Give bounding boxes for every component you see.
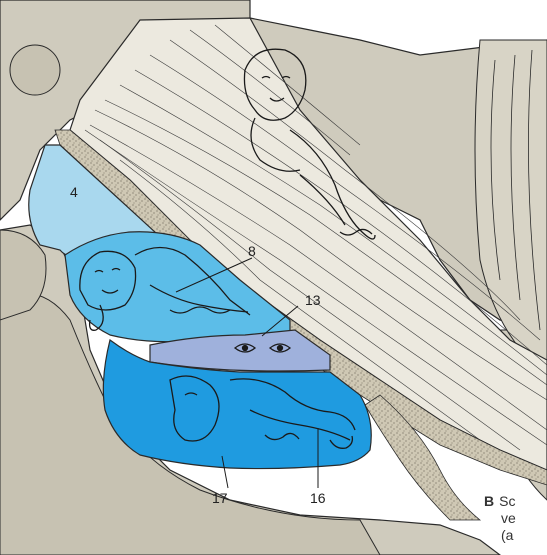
label-4: 4 <box>70 185 78 199</box>
caption-letter: B <box>484 493 494 509</box>
caption-line-2: ve <box>484 510 547 527</box>
label-17: 17 <box>212 491 228 505</box>
caption-line-3: (a <box>484 527 547 544</box>
figure-caption: B Sc ve (a <box>484 493 547 544</box>
rock-circle-nodule <box>10 45 60 95</box>
label-16: 16 <box>310 491 326 505</box>
label-8: 8 <box>248 244 256 258</box>
caption-line-1: Sc <box>499 493 515 509</box>
label-13: 13 <box>305 293 321 307</box>
